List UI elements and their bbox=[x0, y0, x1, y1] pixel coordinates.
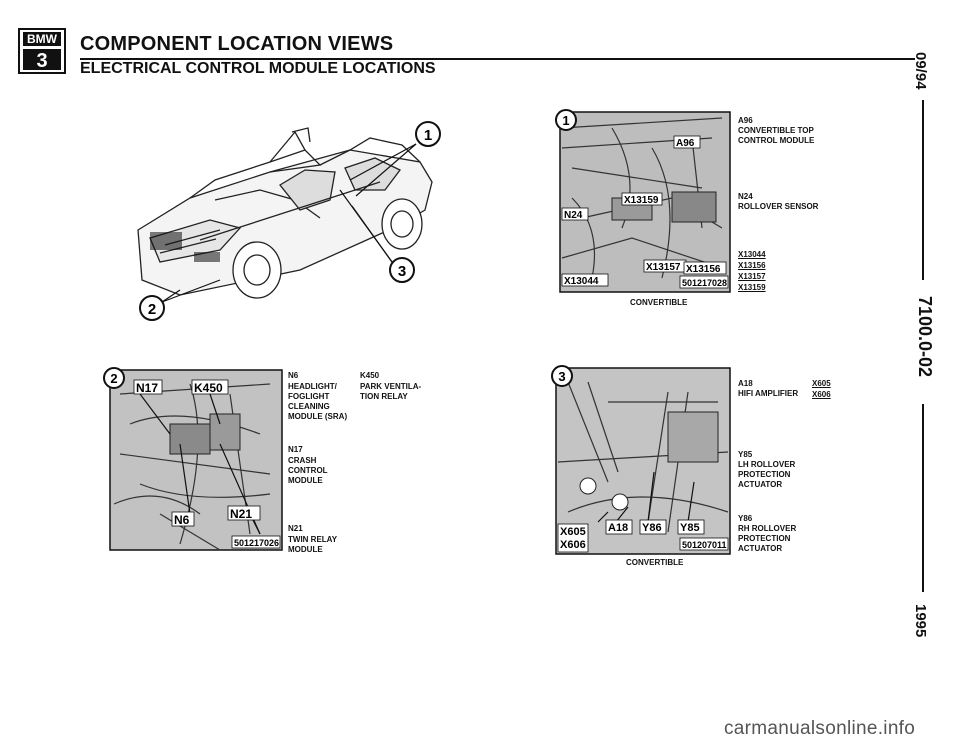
fig1-legend-n24-code: N24 bbox=[738, 192, 753, 201]
fig1-legend-n24-text: ROLLOVER SENSOR bbox=[738, 202, 819, 211]
fig1-label-x13159: X13159 bbox=[624, 195, 659, 206]
fig3-label-a18: A18 bbox=[608, 522, 628, 534]
page-subtitle: ELECTRICAL CONTROL MODULE LOCATIONS bbox=[80, 60, 436, 77]
fig2-legend-n17-code: N17 bbox=[288, 445, 303, 454]
bmw-3-series-logo: BMW 3 bbox=[18, 28, 66, 74]
fig2-label-n21: N21 bbox=[230, 507, 252, 521]
fig2-legend-k450-text: PARK VENTILA- TION RELAY bbox=[360, 382, 422, 401]
logo-series: 3 bbox=[36, 50, 47, 72]
fig1-connector-x13044: X13044 bbox=[738, 250, 766, 259]
fig3-connector-x605: X605 bbox=[812, 379, 831, 388]
fig3-label-y86: Y86 bbox=[642, 522, 662, 534]
fig2-legend-n6-text: HEADLIGHT/ FOGLIGHT CLEANING MODULE (SRA… bbox=[288, 382, 348, 421]
fig3-legend-y86-text: RH ROLLOVER PROTECTION ACTUATOR bbox=[738, 524, 797, 553]
header-rule bbox=[80, 58, 915, 60]
fig1-legend-a96-text: CONVERTIBLE TOP CONTROL MODULE bbox=[738, 126, 815, 145]
fig3-label-y85: Y85 bbox=[680, 522, 700, 534]
fig1-connector-x13157: X13157 bbox=[738, 272, 766, 281]
fig3-legend-y85-text: LH ROLLOVER PROTECTION ACTUATOR bbox=[738, 460, 796, 489]
fig2-number: 2 bbox=[110, 371, 117, 386]
fig3-number: 3 bbox=[558, 369, 565, 384]
side-date: 09/94 bbox=[912, 52, 929, 90]
fig3-legend-y85-code: Y85 bbox=[738, 450, 753, 459]
watermark: carmanualsonline.info bbox=[724, 718, 916, 739]
fig1-number: 1 bbox=[562, 113, 569, 128]
fig1-label-x13156: X13156 bbox=[686, 264, 721, 275]
fig3-legend-y86-code: Y86 bbox=[738, 514, 753, 523]
fig3-photo: X605 X606 A18 Y86 Y85 501207011 3 bbox=[551, 365, 731, 555]
car-overview-drawing: 1 3 2 bbox=[137, 121, 441, 321]
fig2-label-n17: N17 bbox=[136, 381, 158, 395]
fig2-legend-n21-text: TWIN RELAY MODULE bbox=[288, 535, 337, 554]
fig1-photo: A96 N24 X13159 X13157 X13156 X13044 5012… bbox=[555, 109, 731, 293]
fig1-label-n24: N24 bbox=[564, 210, 583, 221]
side-rule-bottom bbox=[922, 404, 924, 592]
side-year: 1995 bbox=[912, 604, 929, 638]
fig3-ref: 501207011 bbox=[682, 540, 727, 550]
fig1-legend-a96-code: A96 bbox=[738, 116, 753, 125]
overview-callout-2: 2 bbox=[148, 301, 156, 318]
fig2-ref: 501217026 bbox=[234, 538, 279, 548]
fig1-ref: 501217028 bbox=[682, 278, 727, 288]
fig1-connector-x13156: X13156 bbox=[738, 261, 766, 270]
fig3-caption: CONVERTIBLE bbox=[626, 558, 684, 567]
fig2-legend-n17-text: CRASH CONTROL MODULE bbox=[288, 456, 328, 485]
fig3-label-x606: X606 bbox=[560, 539, 586, 551]
fig3-connector-x606: X606 bbox=[812, 390, 831, 399]
fig1-caption: CONVERTIBLE bbox=[630, 298, 688, 307]
fig1-connector-x13159: X13159 bbox=[738, 283, 766, 292]
overview-callout-1: 1 bbox=[424, 127, 432, 144]
fig2-photo: N17 K450 N6 N21 501217026 2 bbox=[103, 367, 283, 551]
fig3-legend-a18-code: A18 bbox=[738, 379, 753, 388]
fig2-legend-n6-code: N6 bbox=[288, 371, 299, 380]
fig2-legend-n21-code: N21 bbox=[288, 524, 303, 533]
fig2-legend-k450-code: K450 bbox=[360, 371, 380, 380]
overview-callout-3: 3 bbox=[398, 263, 406, 280]
fig1-label-x13157: X13157 bbox=[646, 262, 681, 273]
logo-brand: BMW bbox=[27, 32, 58, 46]
page-title: COMPONENT LOCATION VIEWS bbox=[80, 33, 394, 55]
side-page-number: 7100.0-02 bbox=[915, 296, 935, 378]
fig3-legend-a18-text: HIFI AMPLIFIER bbox=[738, 389, 799, 398]
fig1-label-x13044: X13044 bbox=[564, 276, 599, 287]
fig2-label-n6: N6 bbox=[174, 513, 190, 527]
fig2-label-k450: K450 bbox=[194, 381, 223, 395]
side-rule-top bbox=[922, 100, 924, 280]
fig3-label-x605: X605 bbox=[560, 526, 586, 538]
fig1-label-a96: A96 bbox=[676, 138, 695, 149]
